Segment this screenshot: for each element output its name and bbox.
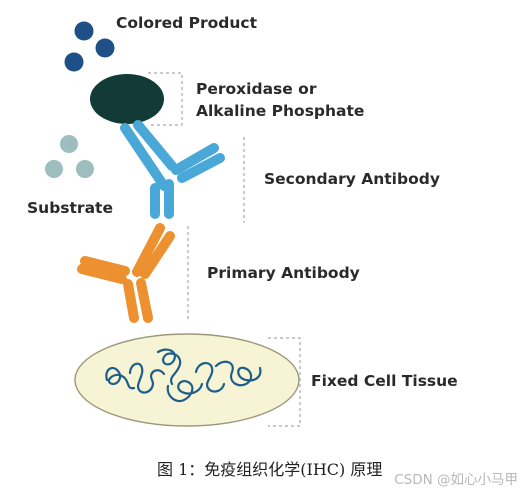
enzyme-ellipse (90, 74, 164, 124)
primary-antibody-label: Primary Antibody (207, 264, 360, 282)
watermark: CSDN @如心小马甲 (394, 472, 518, 488)
tissue-label: Fixed Cell Tissue (311, 372, 458, 390)
tissue-ellipse (74, 333, 300, 427)
tissue-fibers (105, 348, 262, 403)
enzyme-bracket (148, 72, 183, 126)
substrate-label: Substrate (27, 199, 113, 217)
secondary-antibody (120, 120, 225, 219)
secondary-antibody-label: Secondary Antibody (264, 170, 440, 188)
enzyme-label-line2: Alkaline Phosphate (196, 102, 364, 120)
colored-product-label: Colored Product (116, 14, 258, 32)
figure-caption: 图 1：免疫组织化学(IHC) 原理 (157, 460, 382, 479)
colored-product-dots (64, 21, 115, 72)
enzyme-label-line1: Peroxidase or (196, 80, 317, 98)
primary-antibody (77, 223, 175, 323)
substrate-dots (45, 135, 94, 178)
